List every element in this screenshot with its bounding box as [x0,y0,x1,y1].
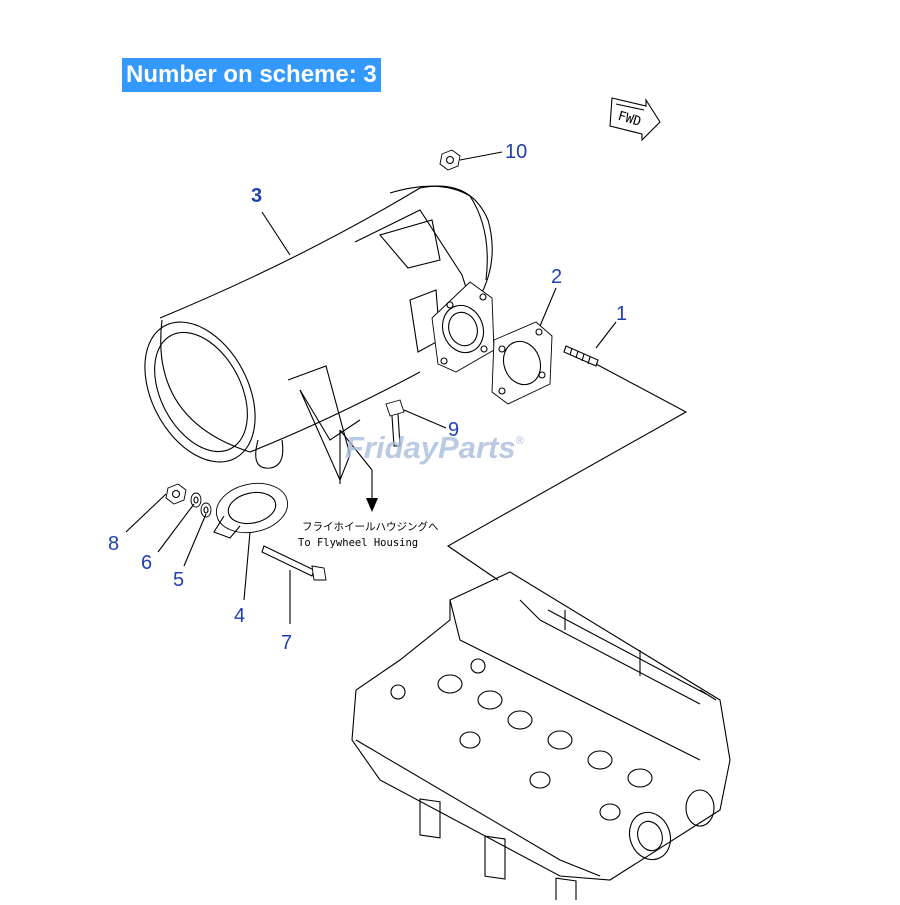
washer-6 [190,492,202,508]
scheme-number-banner: Number on scheme: 3 [122,58,381,92]
callout-7: 7 [281,632,292,654]
watermark-friday: Friday [345,430,440,465]
svg-text:FridayParts®: FridayParts® [345,430,525,465]
callout-5: 5 [173,569,184,591]
nut-10 [439,149,461,171]
leader-lines [125,151,688,624]
callout-4: 4 [234,605,245,627]
callout-3: 3 [251,185,262,207]
washer-5 [200,502,212,518]
gasket [491,321,553,405]
bolt-7 [261,545,327,581]
callout-10: 10 [505,141,527,163]
callout-8: 8 [108,533,119,555]
watermark-registered-mark: ® [516,435,525,447]
note-japanese: フライホイールハウジングへ [302,520,439,533]
cylinder-head [351,571,731,905]
watermark: FridayParts® [345,430,525,465]
clamp [213,482,289,539]
callout-1: 1 [616,303,627,325]
nut-8 [165,483,187,505]
stud [563,345,599,367]
fwd-direction-marker: FWD [609,97,661,142]
bolt-9 [385,399,405,447]
callout-9: 9 [448,419,459,441]
fwd-label: FWD [616,109,643,130]
watermark-parts: Parts [438,430,516,465]
note-english: To Flywheel Housing [298,537,418,549]
muffler-body [144,185,495,482]
callout-6: 6 [141,552,152,574]
callout-2: 2 [551,266,562,288]
